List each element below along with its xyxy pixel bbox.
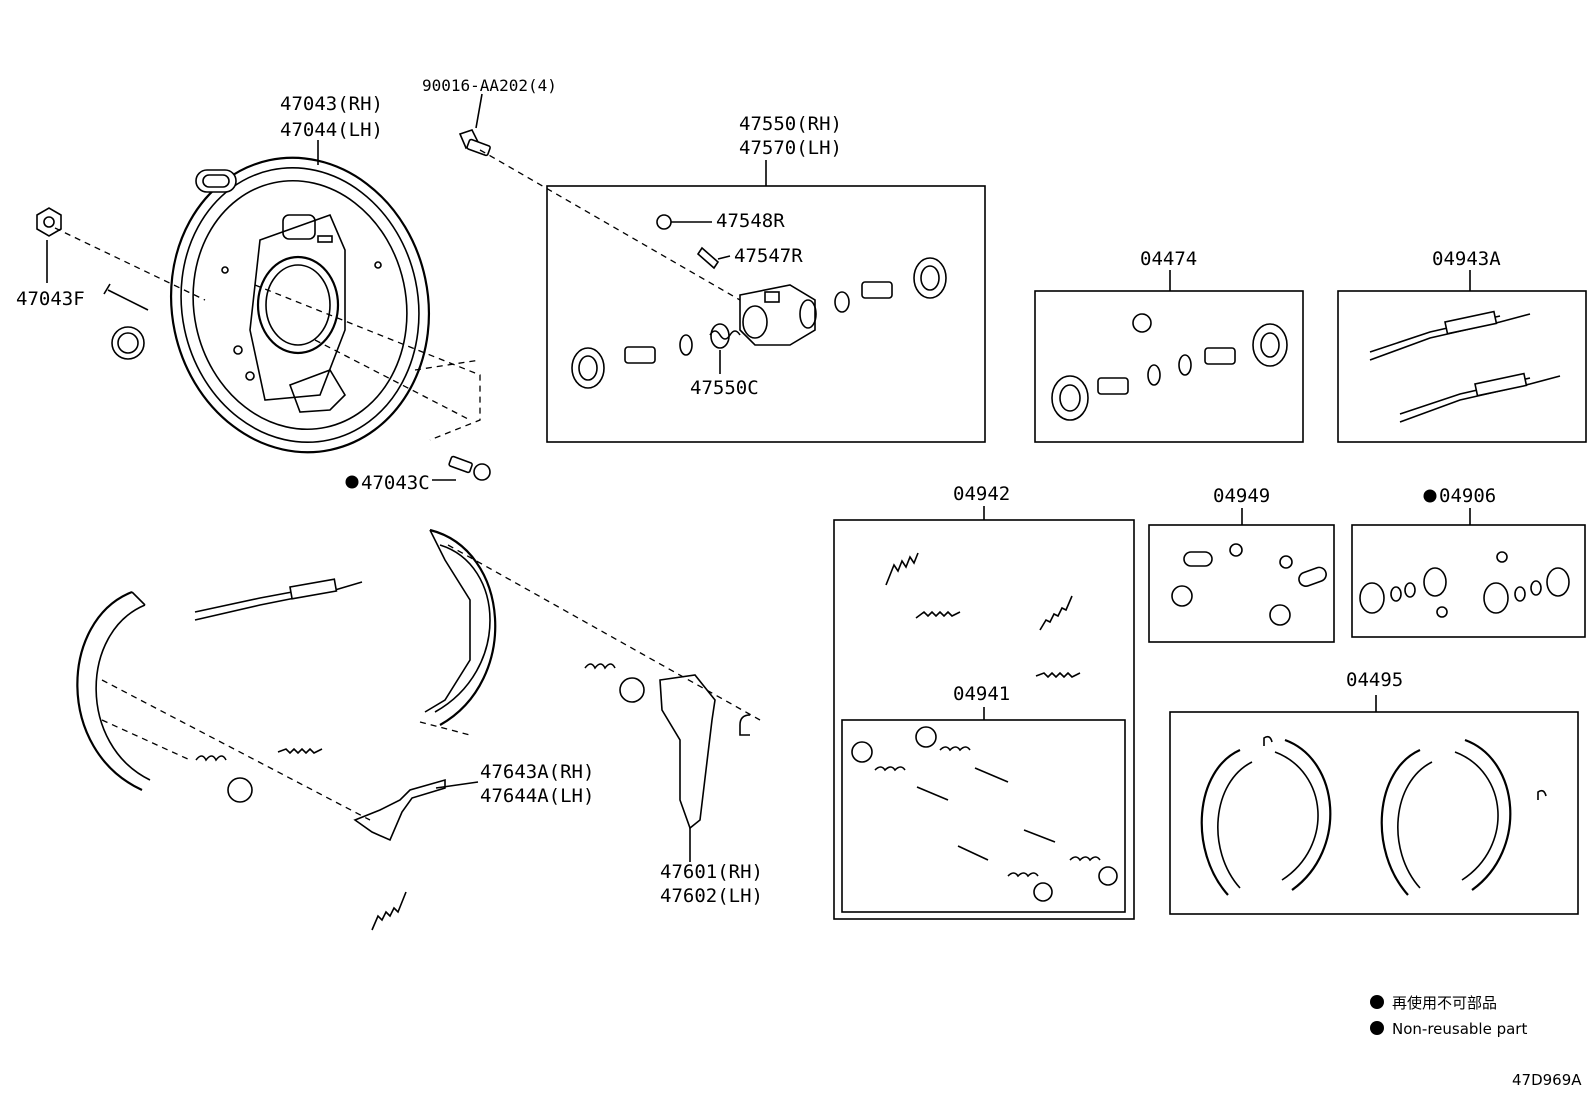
pin-illustration xyxy=(103,283,149,311)
kit-04906-parts xyxy=(1359,551,1570,618)
label-kit-04941: 04941 xyxy=(953,683,1010,705)
kit-04943A-box xyxy=(1337,290,1587,443)
kit-04942-springs xyxy=(885,552,1081,679)
label-wheel-cylinder-lh: 47570(LH) xyxy=(739,137,842,159)
adjuster-assembly xyxy=(194,578,363,621)
label-shoe-lever-rh: 47601(RH) xyxy=(660,861,763,883)
kit-04949-parts xyxy=(1171,543,1327,626)
wheel-cylinder-parts xyxy=(571,214,947,389)
label-lever-lh: 47644A(LH) xyxy=(480,785,594,807)
label-wheel-cylinder-rh: 47550(RH) xyxy=(739,113,842,135)
label-backing-plate-rh: 47043(RH) xyxy=(280,93,383,115)
brake-shoe-left xyxy=(76,590,151,791)
lever-47643A-illustration xyxy=(353,778,446,842)
legend-dot-jp xyxy=(1370,995,1384,1009)
label-plug-47043C: 47043C xyxy=(361,472,430,494)
bolt-90016-illustration xyxy=(458,129,491,157)
kit-04495-box xyxy=(1169,711,1579,915)
legend-text-jp: 再使用不可部品 xyxy=(1392,994,1497,1012)
label-spring-47550C: 47550C xyxy=(690,377,759,399)
kit-04941-box xyxy=(841,719,1126,913)
springs-lower-left xyxy=(195,663,645,931)
label-bolt-nut-47043F: 47043F xyxy=(16,288,85,310)
label-kit-04474: 04474 xyxy=(1140,248,1197,270)
shoe-lever-47601-illustration xyxy=(659,674,716,830)
bolt-47043C-illustration xyxy=(448,455,491,481)
nut-47043F-illustration xyxy=(36,207,62,237)
label-kit-04906: 04906 xyxy=(1439,485,1496,507)
label-bolt-90016: 90016-AA202(4) xyxy=(422,76,557,95)
label-lever-rh: 47643A(RH) xyxy=(480,761,594,783)
kit-04906-box xyxy=(1351,524,1586,638)
plug-cap-illustration xyxy=(111,326,145,360)
label-backing-plate-lh: 47044(LH) xyxy=(280,119,383,141)
brake-shoe-right xyxy=(424,528,497,726)
label-bleeder-plug-47547R: 47547R xyxy=(734,245,803,267)
kit-04941-parts xyxy=(851,726,1118,902)
kit-04474-parts xyxy=(1051,313,1288,421)
label-bleeder-cap-47548R: 47548R xyxy=(716,210,785,232)
non-reusable-dot-04906 xyxy=(1423,489,1437,503)
legend: 再使用不可部品 Non-reusable part xyxy=(1370,994,1527,1038)
kit-04474-box xyxy=(1034,290,1304,443)
label-kit-04943A: 04943A xyxy=(1432,248,1501,270)
grommet-oval xyxy=(195,169,237,193)
label-kit-04942: 04942 xyxy=(953,483,1010,505)
kit-04495-shoes xyxy=(1200,735,1547,896)
label-kit-04949: 04949 xyxy=(1213,485,1270,507)
backing-plate-illustration xyxy=(169,156,431,454)
legend-dot-en xyxy=(1370,1021,1384,1035)
non-reusable-dot-47043C xyxy=(345,475,359,489)
diagram-id: 47D969A xyxy=(1512,1071,1582,1089)
legend-text-en: Non-reusable part xyxy=(1392,1020,1527,1038)
label-kit-04495: 04495 xyxy=(1346,669,1403,691)
label-shoe-lever-lh: 47602(LH) xyxy=(660,885,763,907)
kit-04943A-parts xyxy=(1369,310,1561,423)
